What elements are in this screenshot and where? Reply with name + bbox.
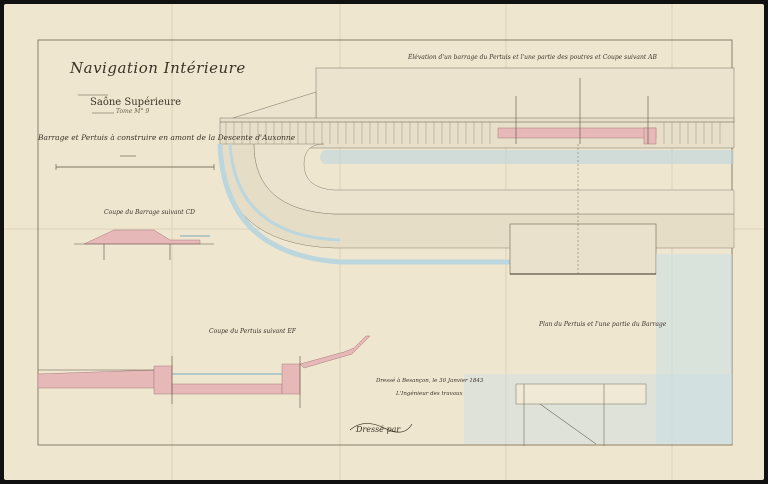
signature-mark: [349, 423, 413, 433]
technical-drawing: [4, 4, 764, 480]
scale-bar: [55, 155, 215, 170]
document-subtitle: Saône Supérieure: [90, 97, 182, 108]
subtitle-note: Tome M° 9: [116, 108, 150, 115]
date-line: Dressé à Besançon, le 30 Janvier 1843: [376, 378, 484, 384]
signature: Dressé par: [356, 425, 401, 434]
masonry-fill: [497, 127, 657, 139]
elevation-label: Élévation d'un barrage du Pertuis et l'u…: [408, 54, 657, 61]
drawing-sheet: Navigation Intérieure Saône Supérieure T…: [4, 4, 764, 480]
pertuis-plan-label: Plan du Pertuis et l'une partie du Barra…: [539, 321, 667, 328]
document-title: Navigation Intérieure: [70, 59, 246, 77]
engineer-line: L'Ingénieur des travaux: [396, 391, 463, 397]
barrage-section-label: Coupe du Barrage suivant CD: [104, 209, 195, 216]
plan-title: Barrage et Pertuis à construire en amont…: [38, 133, 296, 142]
elevation-view: [219, 67, 735, 149]
barrage-section: [74, 229, 214, 260]
pertuis-section-label: Coupe du Pertuis suivant EF: [209, 328, 296, 335]
pertuis-section: [37, 335, 371, 408]
plan-view: [217, 143, 735, 446]
